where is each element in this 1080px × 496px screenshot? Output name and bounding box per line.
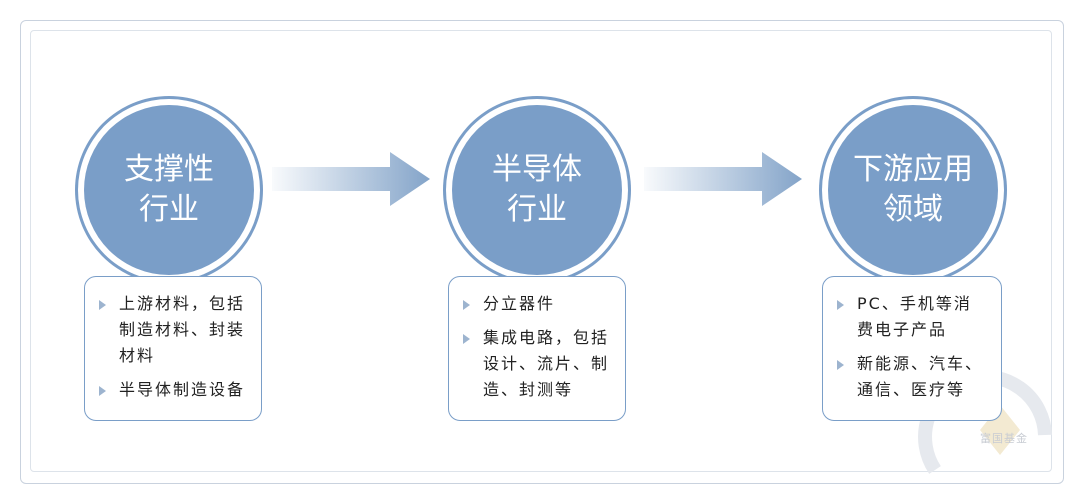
bullet-icon <box>99 386 106 396</box>
list-item-text: 分立器件 <box>483 294 556 313</box>
bullet-icon <box>463 334 470 344</box>
bullet-icon <box>463 300 470 310</box>
list-item-text: 集成电路，包括设计、流片、制造、封测等 <box>483 328 610 399</box>
circle-downstream-applications: 下游应用 领域 <box>828 105 998 275</box>
bullet-icon <box>837 360 844 370</box>
list-item-text: PC、手机等消费电子产品 <box>857 294 972 339</box>
list-item: 上游材料，包括制造材料、封装材料 <box>97 291 249 369</box>
list-item-text: 上游材料，包括制造材料、封装材料 <box>119 294 246 365</box>
list-item-text: 半导体制造设备 <box>119 380 246 399</box>
circle-title-line2: 行业 <box>507 192 567 227</box>
semiconductor-industry-box: 分立器件 集成电路，包括设计、流片、制造、封测等 <box>448 276 626 421</box>
circle-title-line1: 下游应用 <box>853 152 973 187</box>
list-item: 分立器件 <box>461 291 613 317</box>
list-item: 新能源、汽车、通信、医疗等 <box>835 351 989 403</box>
circle-title-line2: 领域 <box>883 192 943 227</box>
supporting-industry-box: 上游材料，包括制造材料、封装材料 半导体制造设备 <box>84 276 262 421</box>
list-item-text: 新能源、汽车、通信、医疗等 <box>857 354 984 399</box>
watermark-text: 富国基金 <box>980 432 1028 445</box>
circle-semiconductor-industry: 半导体 行业 <box>452 105 622 275</box>
bullet-icon <box>99 300 106 310</box>
circle-supporting-industry: 支撑性 行业 <box>84 105 254 275</box>
arrow-right-icon <box>272 152 430 206</box>
arrow-right-icon <box>644 152 802 206</box>
downstream-applications-box: PC、手机等消费电子产品 新能源、汽车、通信、医疗等 <box>822 276 1002 421</box>
circle-title-line1: 半导体 <box>492 152 582 187</box>
list-item: 集成电路，包括设计、流片、制造、封测等 <box>461 325 613 403</box>
list-item: PC、手机等消费电子产品 <box>835 291 989 343</box>
circle-title-line1: 支撑性 <box>124 152 214 187</box>
list-item: 半导体制造设备 <box>97 377 249 403</box>
circle-title-line2: 行业 <box>139 192 199 227</box>
bullet-icon <box>837 300 844 310</box>
